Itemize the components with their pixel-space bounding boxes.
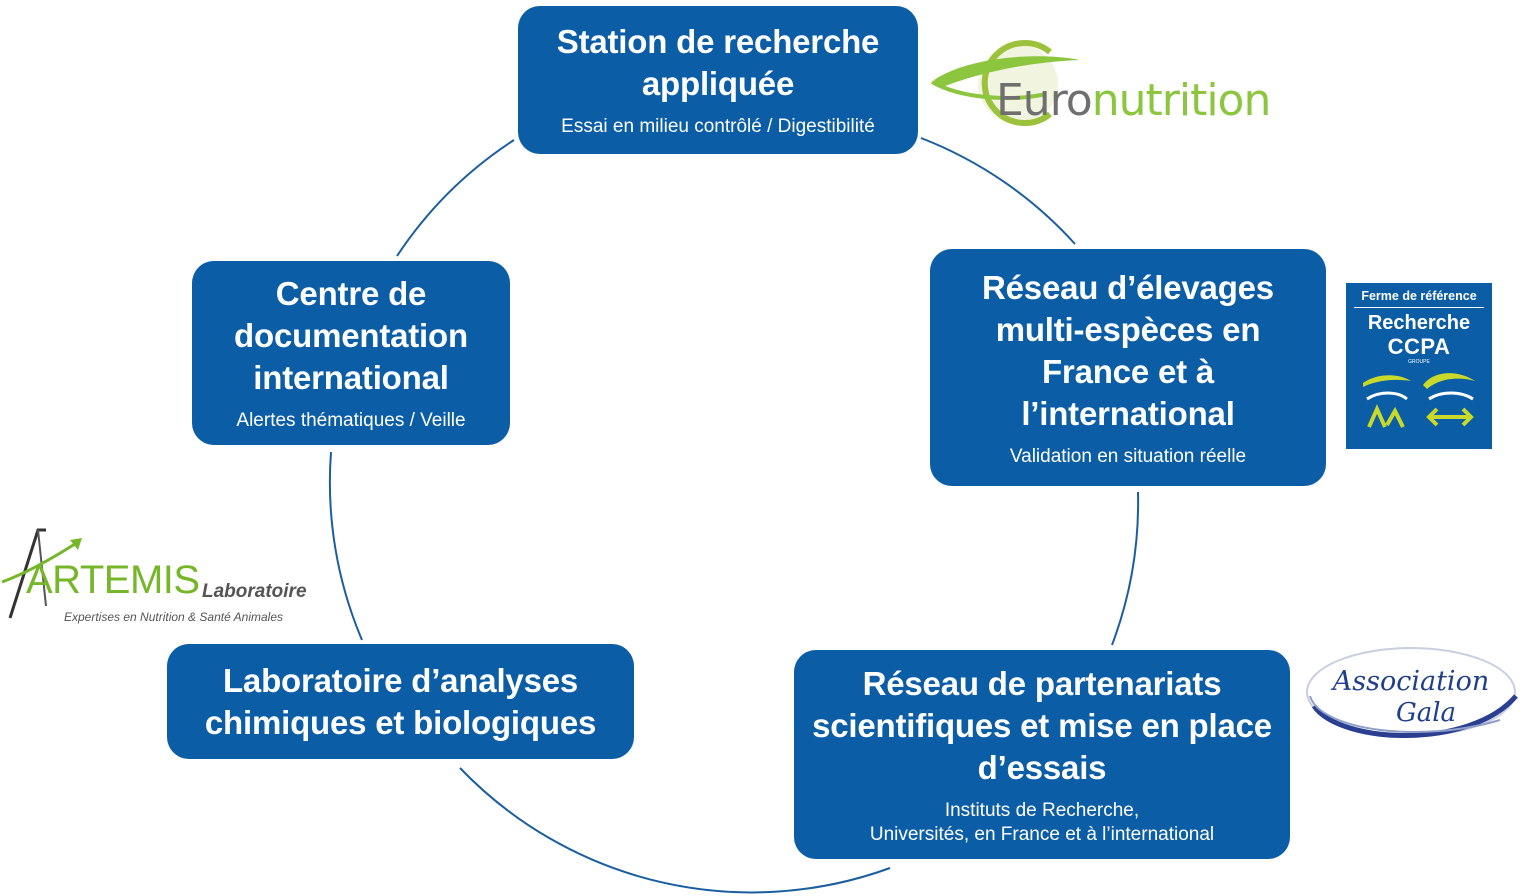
euronutrition-swoosh-icon [931,40,1080,126]
artemis-suffix: Laboratoire [202,581,307,602]
ring-arc-reseau-to-partenariats [1111,491,1140,646]
node-subtitle: Essai en milieu contrôlé / Digestibilité [561,116,875,137]
euronutrition-logo: Euronutrition [930,22,1271,126]
gala-ellipse-icon [1306,647,1518,738]
node-title: Centre de documentation international [234,275,468,396]
node-centre-documentation: Centre de documentation international Al… [192,261,510,445]
gala-line2: Gala [1395,698,1457,728]
ccpa-line4: GROUPE [1408,359,1430,365]
euronutrition-part2: nutrition [1091,75,1272,126]
euronutrition-part1: Euro [996,75,1093,126]
node-reseau-partenariats: Réseau de partenariats scientifiques et … [794,650,1290,859]
node-subtitle: Instituts de Recherche, Universités, en … [869,799,1215,845]
node-title: Station de recherche appliquée [556,23,880,102]
artemis-logo: ARTEMIS Laboratoire Expertises en Nutrit… [0,526,330,626]
ring-arc-station-to-reseau [920,137,1076,245]
euronutrition-wordmark: Euronutrition [996,75,1272,126]
ccpa-line2: Recherche [1367,312,1471,334]
association-gala-logo: Association Gala [1300,640,1522,752]
node-station-recherche: Station de recherche appliquée Essai en … [518,6,918,154]
ring-arc-partenariats-to-laboratoire [459,767,891,894]
ccpa-animals-icon [1363,373,1475,428]
node-reseau-elevages: Réseau d’élevages multi-espèces en Franc… [930,249,1326,486]
artemis-tagline: Expertises en Nutrition & Santé Animales [64,610,283,624]
ring-arc-laboratoire-to-documentation [328,451,363,641]
artemis-arrow-icon [1,528,82,619]
node-subtitle: Validation en situation réelle [1009,445,1247,467]
ccpa-line1: Ferme de référence [1361,289,1477,303]
ccpa-logo: Ferme de référence Recherche CCPA GROUPE [1346,283,1492,449]
ring-arc-documentation-to-station [396,139,515,257]
ccpa-line3: CCPA [1387,334,1451,359]
ccpa-divider [1354,307,1484,308]
node-subtitle: Alertes thématiques / Veille [236,410,466,431]
node-title: Laboratoire d’analyses chimiques et biol… [204,661,597,741]
node-title: Réseau d’élevages multi-espèces en Franc… [982,268,1274,432]
node-laboratoire: Laboratoire d’analyses chimiques et biol… [167,644,634,759]
artemis-name: ARTEMIS [26,558,200,602]
gala-line1: Association [1332,666,1490,697]
node-title: Réseau de partenariats scientifiques et … [812,664,1272,786]
